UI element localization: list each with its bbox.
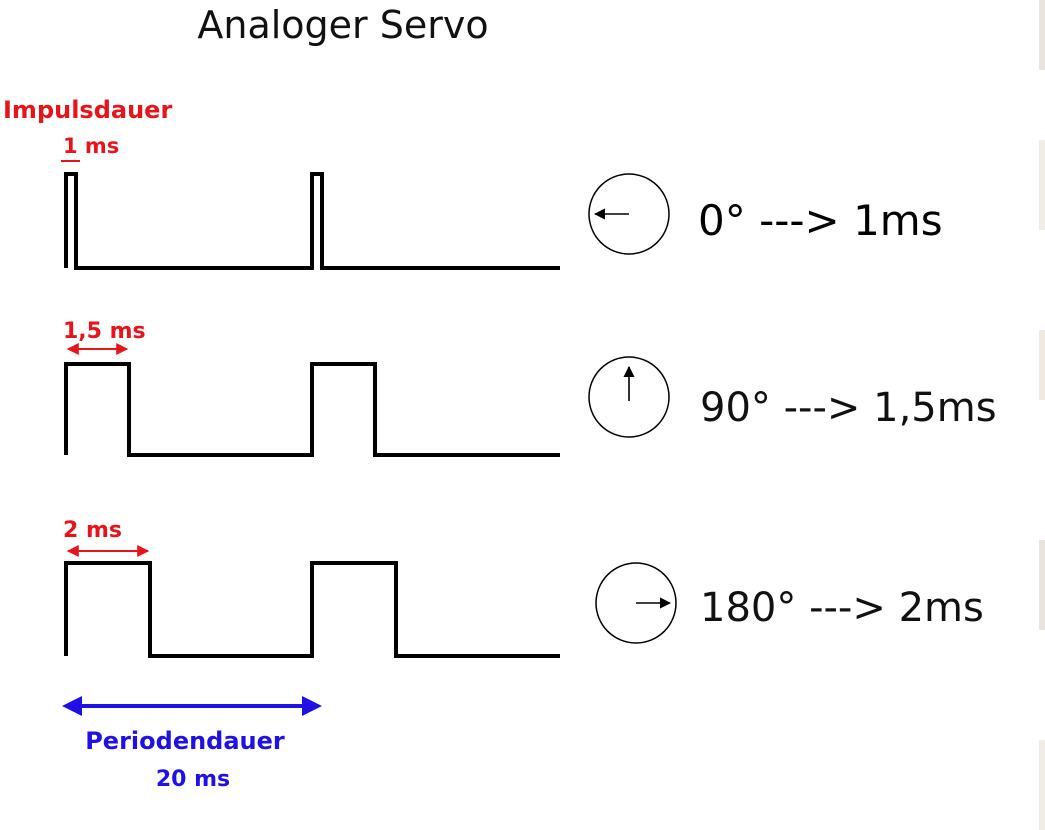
window-edge	[1039, 740, 1045, 830]
period-label: Periodendauer	[85, 727, 285, 755]
pulse-row-3: 2 ms 180° ---> 2ms	[63, 518, 984, 658]
impulse-duration-label: Impulsdauer	[3, 96, 172, 124]
angle-mapping-text: 0° ---> 1ms	[698, 196, 943, 245]
pulse-row-2: 1,5 ms 90° ---> 1,5ms	[63, 319, 997, 457]
pwm-signal	[64, 561, 560, 658]
pulse-row-1: 1 ms 0° ---> 1ms	[61, 134, 943, 270]
angle-mapping-text: 180° ---> 2ms	[700, 585, 984, 631]
diagram-title: Analoger Servo	[197, 3, 488, 47]
angle-mapping-text: 90° ---> 1,5ms	[700, 385, 997, 431]
window-edge	[1039, 330, 1045, 400]
pulse-width-label: 1 ms	[63, 134, 119, 158]
pulse-width-label: 2 ms	[63, 518, 122, 543]
pulse-width-label: 1,5 ms	[63, 319, 146, 344]
window-edge	[1039, 0, 1045, 70]
window-edge	[1039, 140, 1045, 230]
pwm-signal	[64, 362, 560, 457]
window-edge	[1039, 540, 1045, 630]
period-value: 20 ms	[156, 767, 230, 792]
pwm-signal	[64, 172, 560, 270]
